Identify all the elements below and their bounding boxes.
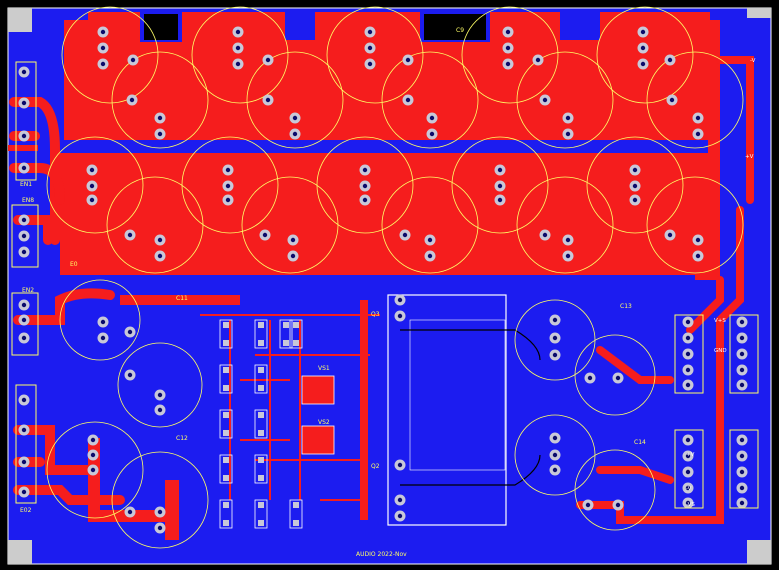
corner-marks — [8, 8, 771, 564]
pads — [18, 26, 748, 534]
label-q2: Q2 — [371, 463, 380, 470]
label-en1: EN1 — [20, 181, 32, 188]
label-vs5: V+S — [714, 318, 726, 324]
connector-en2 — [11, 292, 39, 356]
label-v-minus: -V — [686, 486, 692, 492]
label-gnd: GND — [714, 348, 727, 354]
label-e02: E02 — [20, 507, 32, 514]
transformer — [387, 294, 541, 526]
label-v-plus: +V — [686, 452, 695, 458]
label-c14: C14 — [634, 439, 646, 446]
label-vs1: VS1 — [318, 365, 330, 372]
notch-markers — [144, 14, 486, 40]
connector-en1 — [15, 61, 37, 181]
label-c12: C12 — [176, 435, 188, 442]
label-en8: EN8 — [22, 197, 34, 204]
label-c13: C13 — [620, 303, 632, 310]
label-vs-minus: -VS — [686, 502, 695, 508]
label-ps-minus: -V — [750, 58, 756, 64]
label-c9: C9 — [456, 27, 464, 34]
connector-right — [674, 314, 759, 509]
label-e0: E0 — [70, 261, 78, 268]
right-traces — [576, 56, 754, 524]
label-c11: C11 — [176, 295, 188, 302]
footer-label: AUDIO 2022-Nov — [356, 551, 407, 558]
label-vs2: VS2 — [318, 419, 330, 426]
connector-en8 — [11, 204, 39, 268]
label-ps-plus: +V — [745, 154, 754, 160]
board-outline — [7, 7, 772, 565]
copper-bank-top — [8, 12, 720, 280]
label-en2: EN2 — [22, 287, 34, 294]
label-q3: Q3 — [371, 311, 380, 318]
capacitor-outlines — [46, 6, 744, 549]
connector-e02 — [15, 384, 37, 504]
